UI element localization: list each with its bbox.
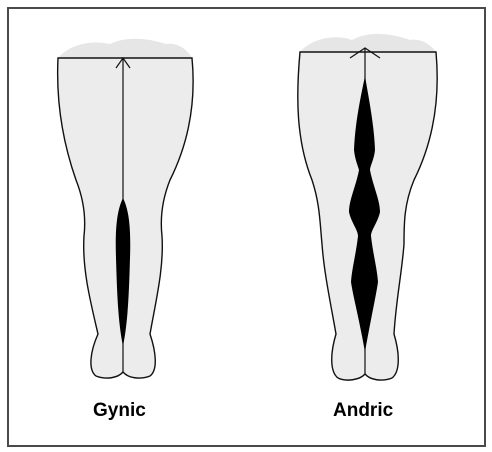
- gynic-gap-shape: [115, 198, 131, 346]
- andric-gap-shape: [349, 76, 380, 352]
- gynic-hip-edge: [58, 38, 192, 58]
- gynic-arrow-icon: [115, 56, 131, 69]
- andric-legs: [297, 33, 438, 381]
- andric-arrow-icon: [349, 47, 381, 59]
- andric-label: Andric: [333, 400, 394, 421]
- andric-hip-edge: [300, 33, 436, 52]
- gynic-label: Gynic: [93, 400, 146, 421]
- gynic-legs: [56, 38, 194, 379]
